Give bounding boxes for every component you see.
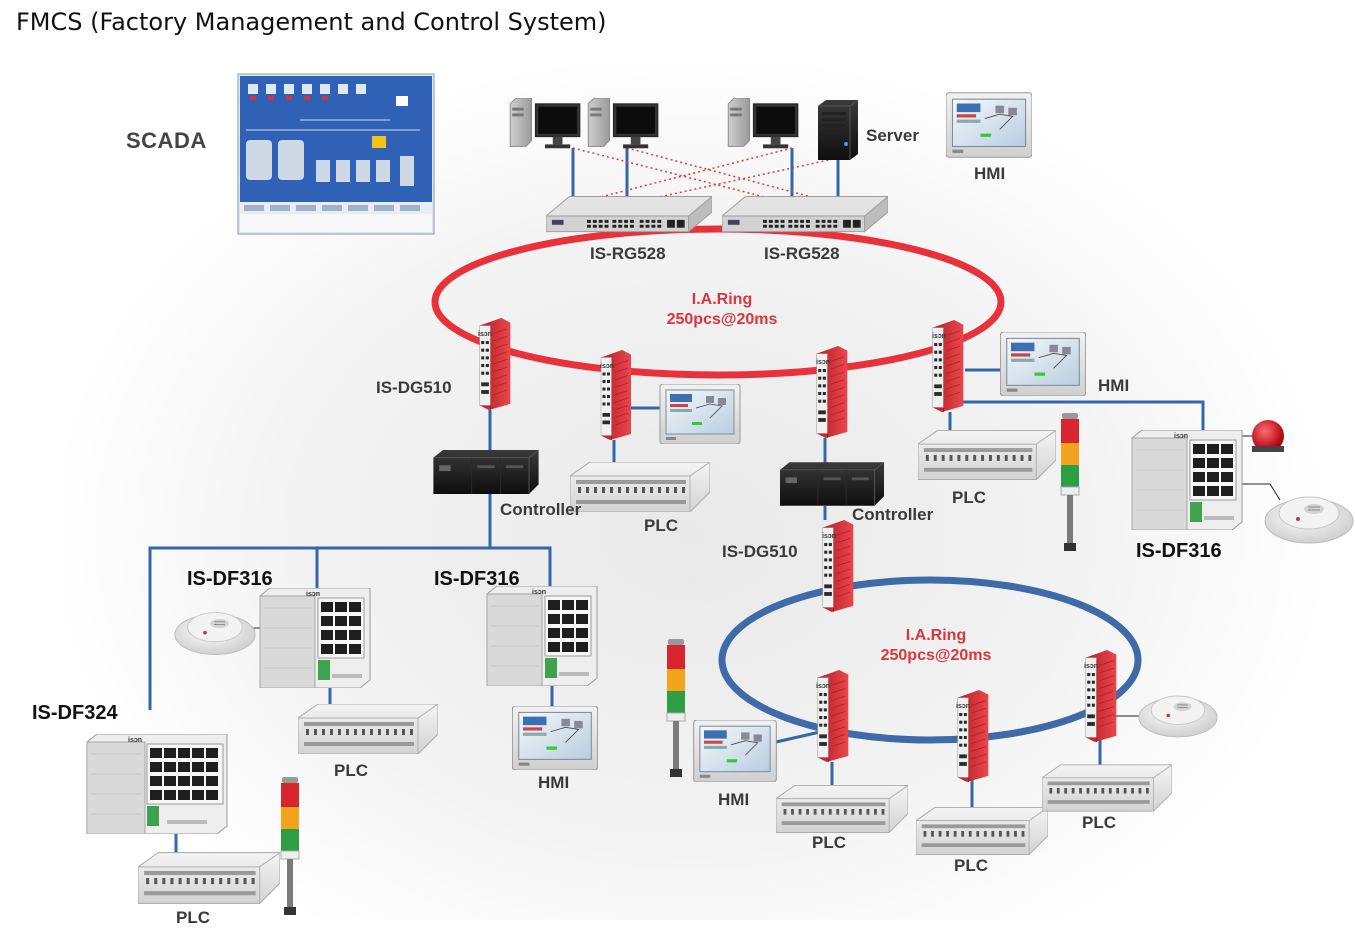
- is-df316-left[interactable]: [259, 588, 371, 688]
- controller-left-label: Controller: [500, 500, 582, 519]
- hmi-ring-bottom[interactable]: [693, 720, 777, 782]
- device-logo-6: isɔn: [532, 589, 546, 596]
- plc-ring-c[interactable]: [1042, 764, 1172, 812]
- device-logo-2: isɔn: [816, 359, 830, 366]
- is-rg528-right-label: IS-RG528: [764, 244, 840, 263]
- is-rg528-left-label: IS-RG528: [590, 244, 666, 263]
- hmi-top[interactable]: [946, 92, 1032, 158]
- device-logo-0: isɔn: [478, 331, 492, 338]
- device-logos: isɔn isɔn isɔn isɔn isɔn isɔn isɔn isɔn isɔn isɔn…: [128, 331, 1188, 744]
- ring-bottom: [718, 576, 1142, 744]
- is-df316-right[interactable]: [1131, 430, 1243, 530]
- ring-top-label: I.A.Ring 250pcs@20ms: [642, 290, 802, 330]
- hmi-left-bottom[interactable]: [512, 706, 598, 770]
- plc-ring-c-label: PLC: [1082, 813, 1116, 832]
- alarm-beacon-icon: [1252, 420, 1284, 452]
- device-logo-10: isɔn: [956, 703, 970, 710]
- stack-light-top: [1060, 412, 1080, 552]
- plc-df324-label: PLC: [176, 908, 210, 927]
- hmi-mid[interactable]: [659, 384, 741, 444]
- device-logo-9: isɔn: [816, 683, 830, 690]
- sensor-links: [230, 435, 1281, 717]
- hmi-right[interactable]: [1000, 332, 1086, 396]
- ring-bottom-name: I.A.Ring: [905, 627, 967, 644]
- is-df316-mid-label: IS-DF316: [434, 568, 520, 590]
- plc-ring-a-label: PLC: [812, 833, 846, 852]
- workstation-3[interactable]: [727, 98, 799, 149]
- device-logo-1: isɔn: [600, 363, 614, 370]
- ring-bottom-label: I.A.Ring 250pcs@20ms: [856, 626, 1016, 666]
- controller-right[interactable]: [780, 462, 884, 506]
- ring-bottom-spec: 250pcs@20ms: [880, 647, 992, 664]
- plc-center[interactable]: [570, 462, 710, 512]
- stack-light-bottom: [666, 638, 686, 778]
- device-logo-11: isɔn: [1084, 663, 1098, 670]
- redundant-links: [572, 147, 839, 205]
- plc-ring-a[interactable]: [776, 784, 908, 834]
- is-df324[interactable]: [86, 734, 228, 834]
- plc-df316-left-label: PLC: [334, 761, 368, 780]
- plc-df324[interactable]: [138, 852, 280, 904]
- smoke-detector-ring-icon: [1138, 695, 1218, 738]
- is-df324-label: IS-DF324: [32, 702, 118, 724]
- hmi-right-label: HMI: [1098, 376, 1130, 395]
- device-logo-7: isɔn: [128, 737, 142, 744]
- device-logo-5: isɔn: [306, 591, 320, 598]
- hmi-top-label: HMI: [974, 164, 1006, 183]
- ring-top-spec: 250pcs@20ms: [666, 311, 778, 328]
- is-df316-left-label: IS-DF316: [187, 568, 273, 590]
- controller-left[interactable]: [432, 450, 540, 494]
- plc-df316-left[interactable]: [298, 704, 438, 754]
- smoke-detector-left-icon: [174, 612, 256, 655]
- workstation-1[interactable]: [509, 98, 581, 149]
- plc-right-label: PLC: [952, 488, 986, 507]
- server-tower[interactable]: [818, 100, 858, 160]
- smoke-detector-right-icon: [1264, 496, 1354, 544]
- page-title: FMCS (Factory Management and Control Sys…: [16, 8, 607, 36]
- is-df316-mid[interactable]: [486, 586, 598, 686]
- is-rg528-left[interactable]: [546, 196, 712, 233]
- plc-ring-b-label: PLC: [954, 856, 988, 875]
- scada-screen[interactable]: [237, 73, 435, 235]
- ring-top: [431, 225, 1005, 379]
- is-df316-right-label: IS-DF316: [1136, 540, 1222, 562]
- plc-center-label: PLC: [644, 516, 678, 535]
- hmi-left-bottom-label: HMI: [538, 773, 570, 792]
- workstation-2[interactable]: [587, 98, 659, 149]
- alarm-beacon-base: [1252, 446, 1284, 452]
- controller-right-label: Controller: [852, 505, 934, 524]
- server-label: Server: [866, 126, 919, 145]
- hmi-mid-label: HMI: [718, 790, 750, 809]
- device-logo-4: isɔn: [1174, 433, 1188, 440]
- is-dg510-mid-label: IS-DG510: [722, 542, 798, 561]
- stack-light-left: [280, 776, 300, 916]
- plc-right[interactable]: [918, 430, 1056, 480]
- is-rg528-right[interactable]: [722, 196, 888, 233]
- scada-label: SCADA: [126, 128, 207, 153]
- plc-ring-b[interactable]: [916, 806, 1048, 856]
- ring-top-name: I.A.Ring: [691, 291, 753, 308]
- device-logo-8: isɔn: [822, 533, 836, 540]
- is-dg510-top-label: IS-DG510: [376, 378, 452, 397]
- device-logo-3: isɔn: [932, 333, 946, 340]
